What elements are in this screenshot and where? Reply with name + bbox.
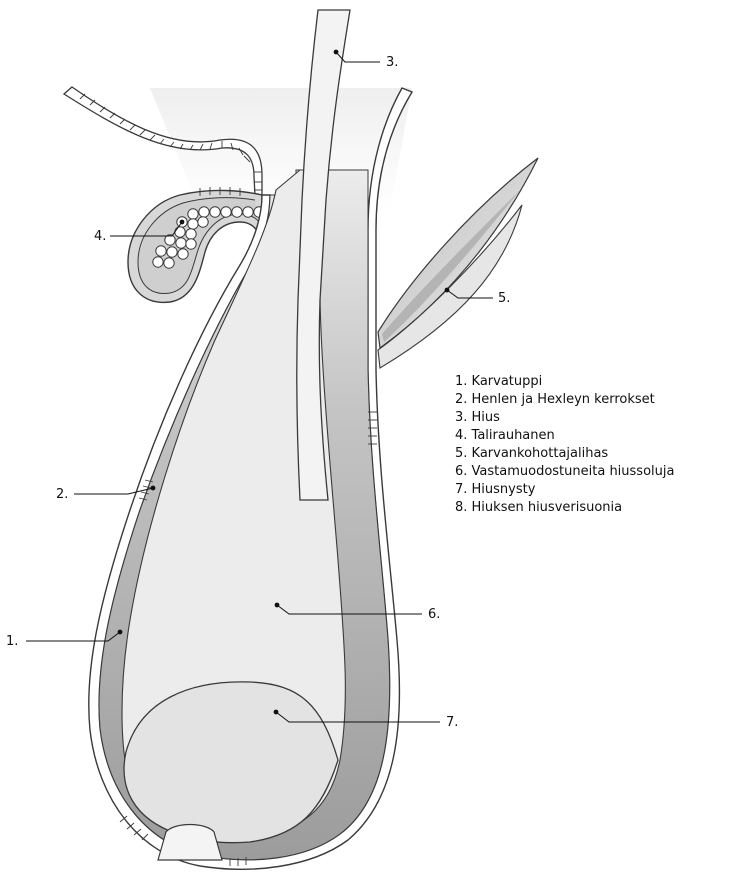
arrector-pili-shade <box>382 190 520 342</box>
label-2: 2. <box>56 487 68 502</box>
legend-item-6: 6. Vastamuodostuneita hiussoluja <box>455 464 674 479</box>
legend-item-1: 1. Karvatuppi <box>455 374 542 389</box>
legend-item-4: 4. Talirauhanen <box>455 428 555 443</box>
label-4: 4. <box>94 229 106 244</box>
legend: 1. Karvatuppi 2. Henlen ja Hexleyn kerro… <box>455 374 674 515</box>
label-6: 6. <box>428 607 440 622</box>
legend-item-8: 8. Hiuksen hiusverisuonia <box>455 500 622 515</box>
label-7: 7. <box>446 715 458 730</box>
legend-item-7: 7. Hiusnysty <box>455 482 536 497</box>
legend-item-2: 2. Henlen ja Hexleyn kerrokset <box>455 392 655 407</box>
blood-vessel <box>158 825 222 861</box>
label-5: 5. <box>498 291 510 306</box>
label-3: 3. <box>386 55 398 70</box>
label-1: 1. <box>6 634 18 649</box>
arrector-pili-muscle-lower <box>378 205 522 368</box>
dermal-papilla <box>124 682 338 843</box>
legend-item-3: 3. Hius <box>455 410 500 425</box>
legend-item-5: 5. Karvankohottajalihas <box>455 446 608 461</box>
